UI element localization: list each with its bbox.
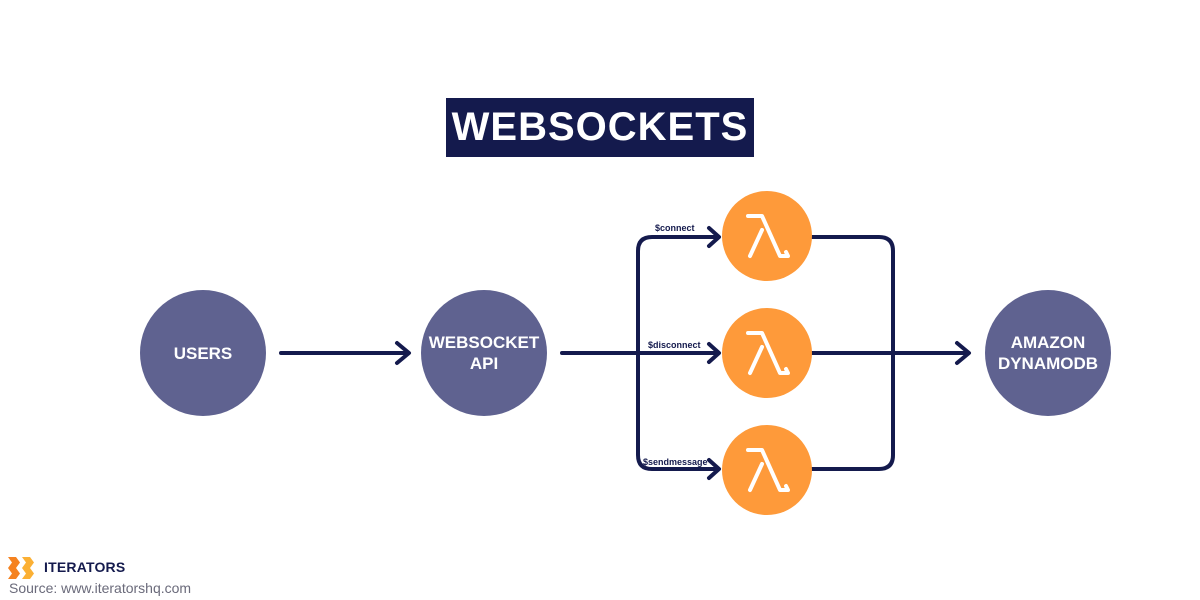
dynamodb-node: AMAZON DYNAMODB xyxy=(985,290,1111,416)
arrowhead-sendmessage xyxy=(707,458,721,480)
websocket-api-node: WEBSOCKET API xyxy=(421,290,547,416)
route-label-sendmessage: $sendmessage xyxy=(643,457,708,467)
lambda-icon xyxy=(746,331,790,375)
branch-left-bracket xyxy=(636,235,720,471)
iterators-logo-icon xyxy=(8,557,34,579)
source-credit: Source: www.iteratorshq.com xyxy=(9,580,192,596)
brand-name: ITERATORS xyxy=(44,559,126,575)
lambda-connect xyxy=(722,191,812,281)
lambda-icon xyxy=(746,214,790,258)
diagram-title: WEBSOCKETS xyxy=(446,98,754,157)
lambda-icon xyxy=(746,448,790,492)
lambda-disconnect xyxy=(722,308,812,398)
route-label-connect: $connect xyxy=(655,223,695,233)
arrowhead-users-to-api xyxy=(395,341,411,365)
lambda-sendmessage xyxy=(722,425,812,515)
arrowhead-connect xyxy=(707,226,721,248)
arrowhead-dynamodb xyxy=(955,341,971,365)
users-node: USERS xyxy=(140,290,266,416)
route-label-disconnect: $disconnect xyxy=(648,340,701,350)
arrowhead-disconnect xyxy=(707,342,721,364)
